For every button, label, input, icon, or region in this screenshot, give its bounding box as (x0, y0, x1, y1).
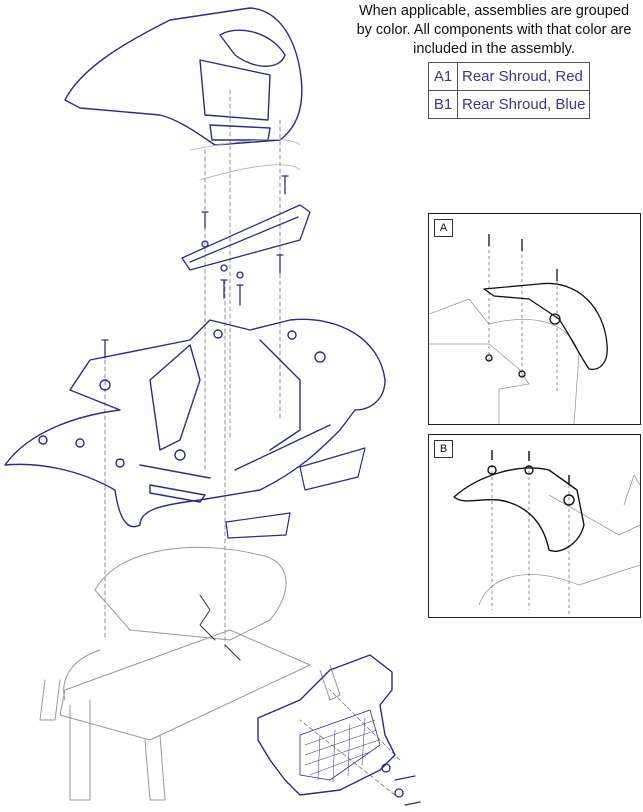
exploded-parts-diagram (4, 7, 421, 806)
assembly-legend-table: A1 Rear Shroud, Red B1 Rear Shroud, Blue (428, 62, 591, 119)
detail-view-b: B (428, 434, 641, 618)
detail-a-drawing (429, 234, 608, 424)
legend-description: Rear Shroud, Blue (456, 90, 591, 119)
rear-shroud (4, 318, 386, 528)
screws (101, 175, 289, 359)
rear-grille-panel (257, 654, 396, 796)
detail-label: B (434, 440, 453, 458)
front-shroud-top (64, 7, 303, 146)
assembly-guide-lines (104, 89, 401, 796)
legend-description: Rear Shroud, Red (456, 62, 591, 91)
assembly-note: When applicable, assemblies are grouped … (356, 3, 632, 57)
detail-label: A (434, 219, 453, 237)
legend-code: A1 (428, 62, 458, 91)
frame (39, 546, 341, 801)
rear-bracket (181, 204, 311, 271)
detail-view-a: A (428, 213, 641, 425)
legend-row: B1 Rear Shroud, Blue (428, 90, 591, 119)
legend-code: B1 (428, 90, 458, 119)
legend-row: A1 Rear Shroud, Red (428, 62, 591, 91)
rear-hardware (381, 763, 421, 806)
reflectors (225, 447, 366, 539)
detail-b-drawing (453, 450, 640, 615)
